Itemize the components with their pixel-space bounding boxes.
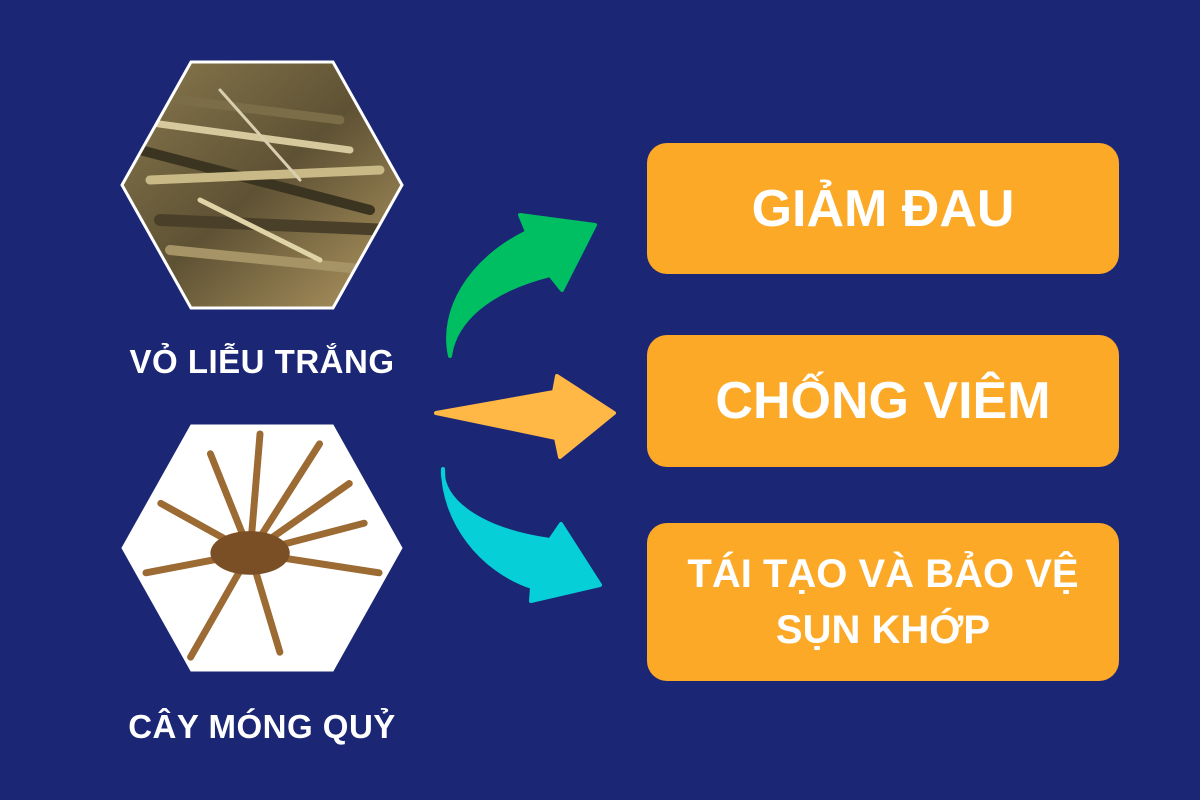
ingredient-label-devils-claw: CÂY MÓNG QUỶ xyxy=(128,708,396,745)
benefit-label: CHỐNG VIÊM xyxy=(715,372,1051,430)
benefit-box-anti-inflammatory: CHỐNG VIÊM xyxy=(647,335,1119,467)
benefit-label: TÁI TẠO VÀ BẢO VỆ SỤN KHỚP xyxy=(687,552,1079,652)
green-arrow-icon xyxy=(446,213,597,358)
willow-bark-image xyxy=(120,60,404,310)
cyan-arrow-icon xyxy=(440,467,602,603)
benefit-box-cartilage: TÁI TẠO VÀ BẢO VỆ SỤN KHỚP xyxy=(647,523,1119,681)
benefit-label: GIẢM ĐAU xyxy=(751,179,1015,238)
orange-arrow-icon xyxy=(434,374,616,459)
devils-claw-image xyxy=(120,424,404,672)
benefit-box-pain-relief: GIẢM ĐAU xyxy=(647,143,1119,274)
ingredient-label-willow-bark: VỎ LIỄU TRẮNG xyxy=(129,343,395,380)
